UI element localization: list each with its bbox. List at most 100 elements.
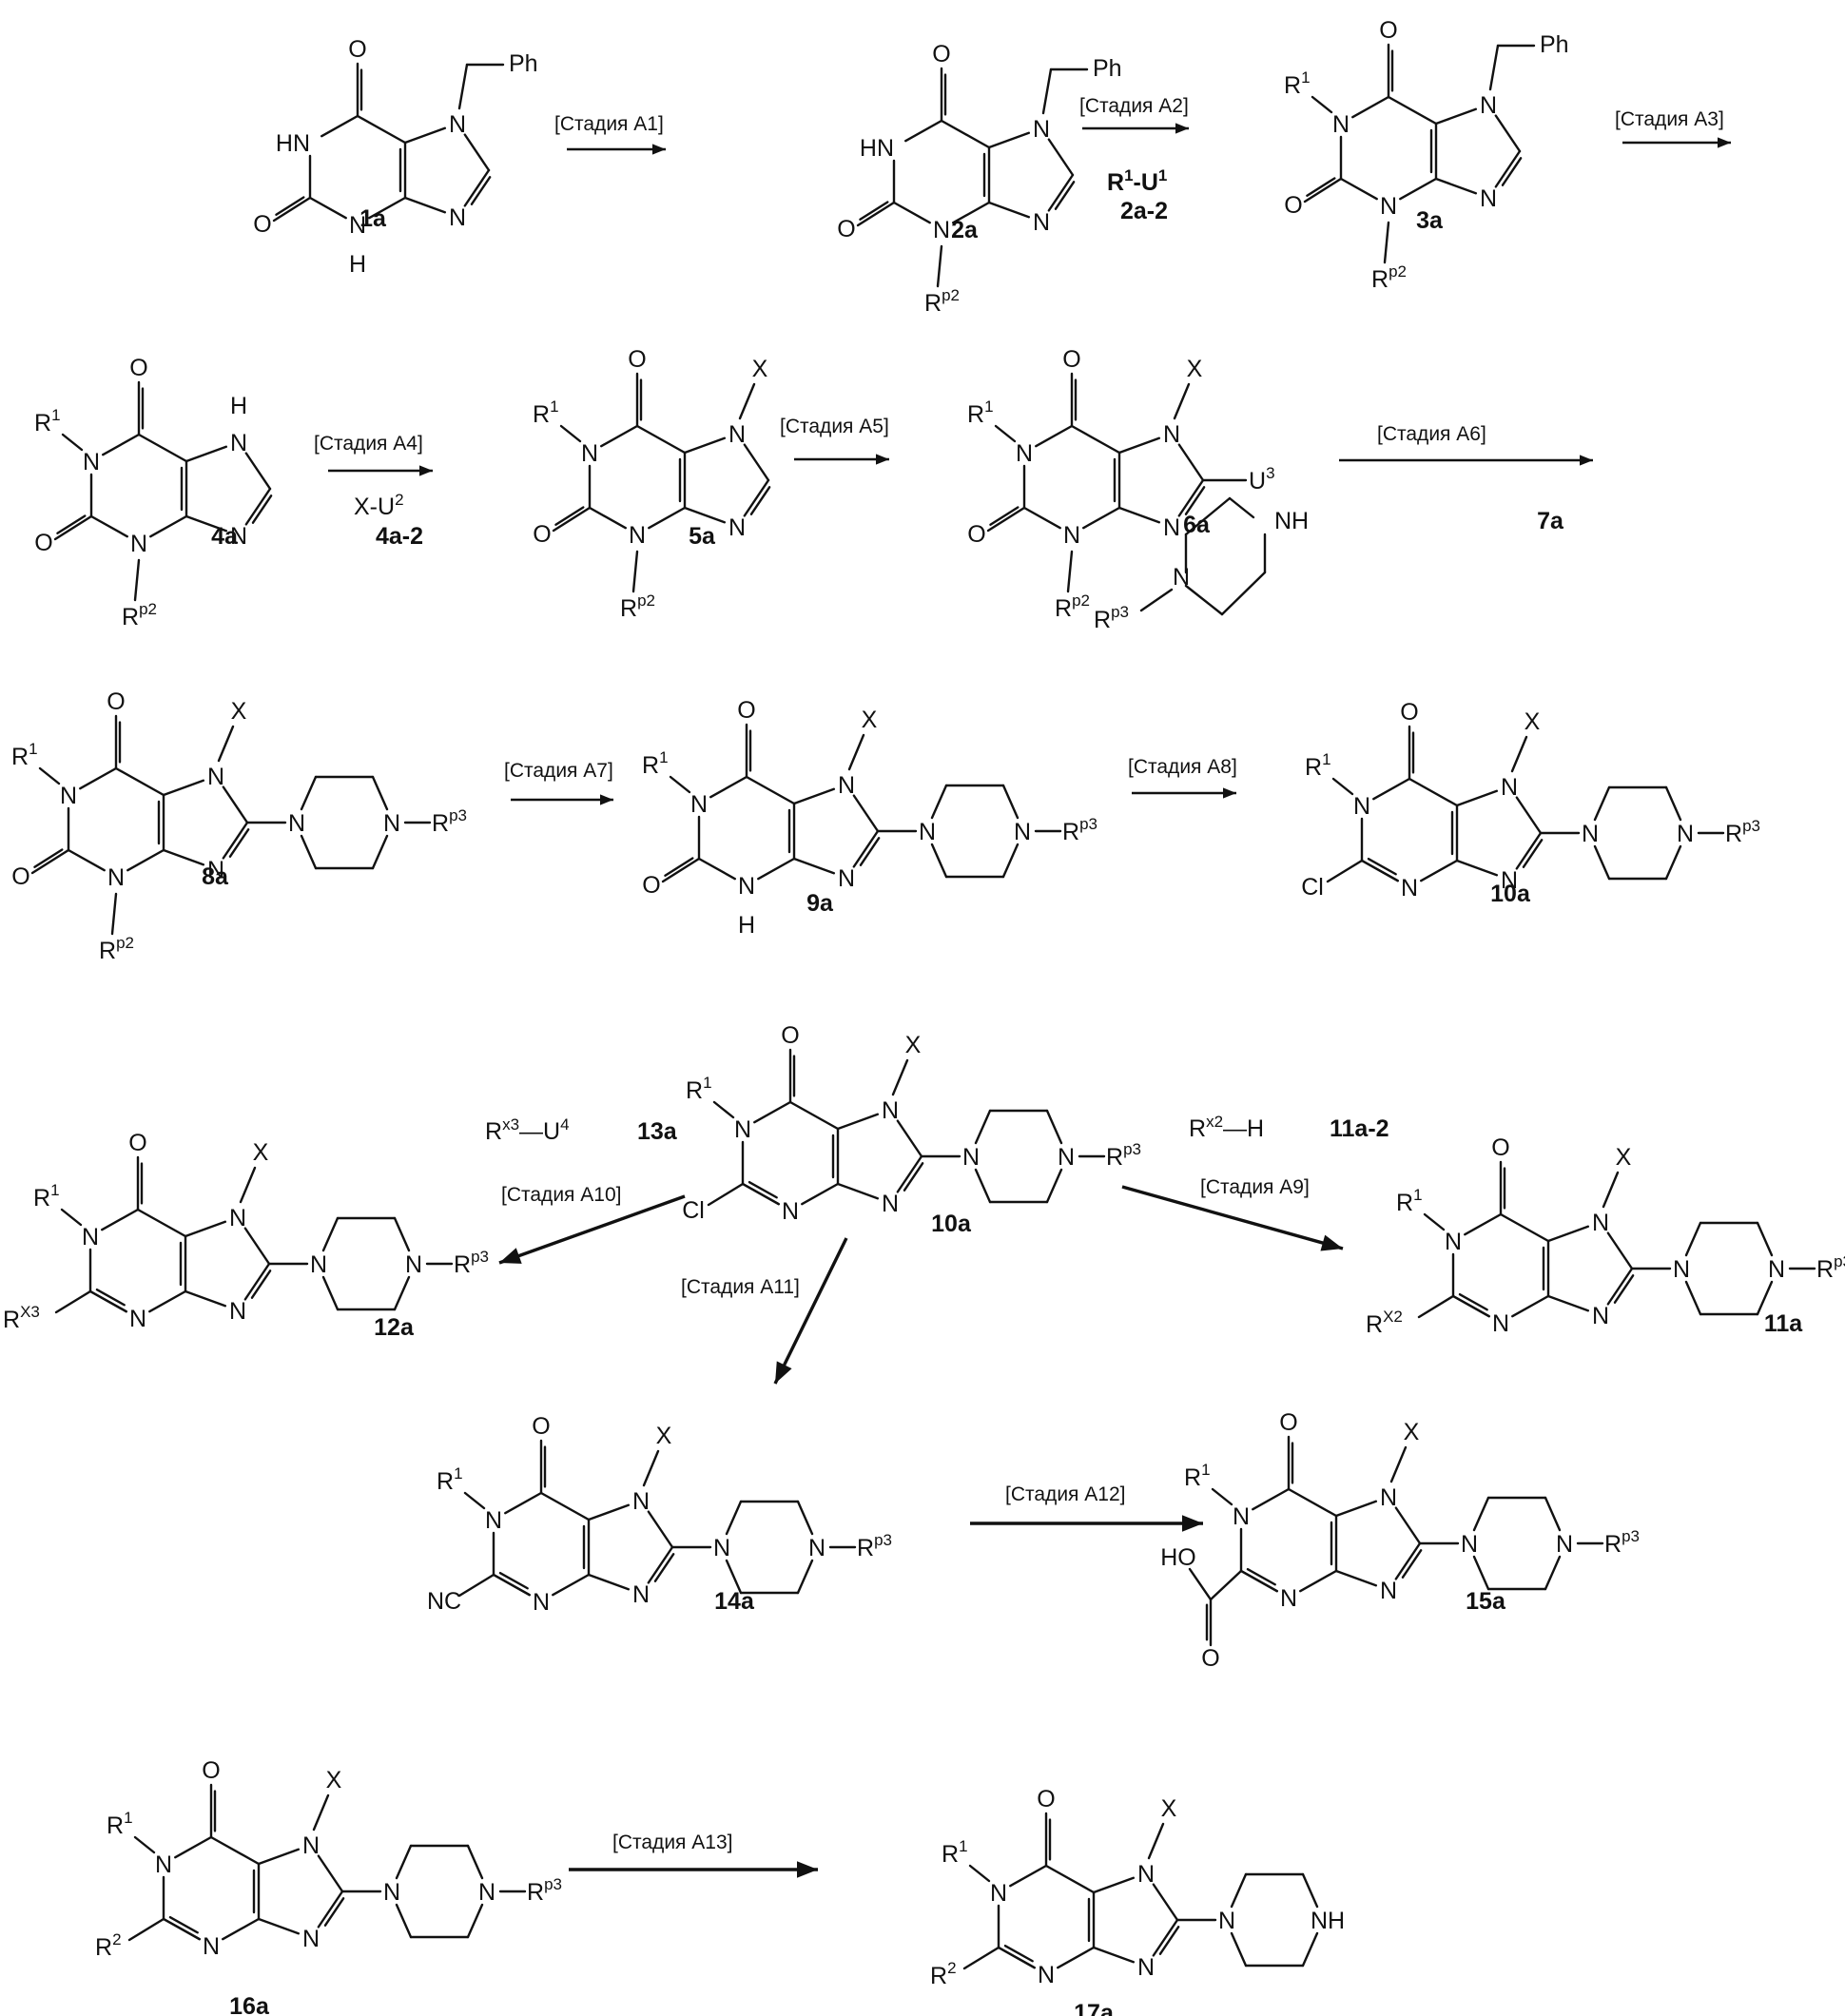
arrow-A11-head xyxy=(775,1361,792,1384)
bond xyxy=(60,1208,83,1227)
compound-label-16a: 16a xyxy=(229,1993,270,2016)
bond xyxy=(743,443,770,482)
bond-c8-n9-second xyxy=(1401,1549,1423,1579)
stage-A11: [Стадия A11] xyxy=(681,1237,848,1385)
r-p3-label: Rp3 xyxy=(432,806,467,837)
atom-n3: N xyxy=(130,531,147,557)
u3-label: U3 xyxy=(1249,464,1275,494)
bond xyxy=(1326,859,1364,883)
atom-n7: N xyxy=(302,1832,320,1859)
bond xyxy=(1117,436,1161,455)
stage-label-A9: [Стадия A9] xyxy=(1200,1176,1310,1198)
bond xyxy=(936,244,943,288)
bond xyxy=(1494,114,1522,153)
bond xyxy=(1001,784,1020,820)
atom-pip-n4: N xyxy=(1556,1531,1573,1558)
atom-n1: N xyxy=(1445,1229,1462,1255)
bond xyxy=(725,1559,743,1595)
bond xyxy=(320,114,359,138)
r1-label: R1 xyxy=(967,397,994,428)
bond xyxy=(1334,1500,1378,1518)
bond xyxy=(836,1113,880,1131)
bond xyxy=(1372,777,1411,801)
atom-o6: O xyxy=(1491,1134,1509,1161)
bond-c2-n3-second xyxy=(1458,1292,1488,1311)
stage-label-A3: [Стадия A3] xyxy=(1615,108,1724,130)
atom-pip-n1: N xyxy=(1673,1256,1690,1283)
bond xyxy=(852,794,880,833)
bond xyxy=(635,424,687,455)
bond xyxy=(1147,1822,1165,1860)
bond xyxy=(393,1275,411,1311)
atom-n9: N xyxy=(1163,514,1180,541)
compound-11a: NNNNORX2R1XNNRp311a xyxy=(1366,1134,1845,1338)
atom-pip-n1: N xyxy=(288,810,305,837)
bond-c2-n3-second xyxy=(168,1915,199,1934)
atom-n: N xyxy=(1173,564,1190,591)
bond xyxy=(725,1500,743,1536)
r-p3-label: Rp3 xyxy=(1725,817,1760,847)
r-p2-label: Rp2 xyxy=(99,934,134,964)
r-2-label: R2 xyxy=(930,1959,957,1989)
bond-c8-n9-second xyxy=(1613,1274,1635,1304)
compound-label-2a-2: 2a-2 xyxy=(1120,198,1168,224)
bond xyxy=(209,1835,261,1866)
arrow-A11 xyxy=(773,1237,848,1385)
bond xyxy=(371,775,389,811)
bond xyxy=(1092,1946,1136,1964)
stage-A7: [Стадия A7] xyxy=(504,760,613,802)
atom-o6: O xyxy=(129,355,147,381)
bond-c8-n9 xyxy=(463,168,491,207)
bond xyxy=(974,1168,992,1204)
bond xyxy=(1184,584,1224,616)
bond-c2-n3-second xyxy=(748,1180,778,1199)
atom-phenyl: Ph xyxy=(1540,31,1569,58)
atom-phenyl: Ph xyxy=(509,50,538,77)
stage-label-A10: [Стадия A10] xyxy=(501,1184,621,1206)
bond-c2-o xyxy=(986,506,1026,533)
atom-o6: O xyxy=(1400,699,1418,726)
atom-pip-n4: N xyxy=(1768,1256,1785,1283)
bond xyxy=(1408,777,1459,807)
bond xyxy=(1602,1171,1620,1209)
bond xyxy=(136,1208,187,1238)
bond xyxy=(1209,1569,1243,1601)
bond xyxy=(1299,1569,1338,1593)
atom-n7: N xyxy=(1501,774,1518,801)
atom-n7: N xyxy=(1033,116,1050,143)
atom-o6: O xyxy=(128,1130,146,1156)
arrow-A7-head xyxy=(600,794,613,805)
bond xyxy=(127,1917,165,1942)
r1-label: R1 xyxy=(33,1181,60,1212)
r-p3-label: Rp3 xyxy=(527,1875,562,1906)
atom-n9: N xyxy=(728,514,746,541)
bond-c2-n3 xyxy=(997,1946,1036,1969)
bond-c8-n9-second xyxy=(470,176,492,205)
atom-o2: O xyxy=(533,521,551,548)
atom-pip-n4: N xyxy=(1014,819,1031,845)
bond xyxy=(395,1903,413,1939)
atom-o2: O xyxy=(642,872,660,899)
bond xyxy=(1544,1496,1562,1532)
atom-n1: N xyxy=(1016,440,1033,467)
compound-label-2a: 2a xyxy=(951,217,979,243)
bond xyxy=(1230,1872,1248,1909)
r-p3-label: Rp3 xyxy=(454,1248,489,1278)
bond xyxy=(222,785,249,824)
bond xyxy=(552,1573,591,1597)
bond xyxy=(1593,844,1611,881)
bond-c2-o xyxy=(856,201,896,227)
stage-A9: [Стадия A9] Rx2—H 11a-2 xyxy=(1121,1113,1389,1250)
atom-h3: H xyxy=(349,251,366,278)
bond xyxy=(1664,844,1682,881)
atom-pip-n4: N xyxy=(1677,821,1694,847)
bond xyxy=(257,1848,301,1866)
arrow-A6-head xyxy=(1580,455,1593,466)
stage-label-A5: [Стадия A5] xyxy=(780,416,889,437)
